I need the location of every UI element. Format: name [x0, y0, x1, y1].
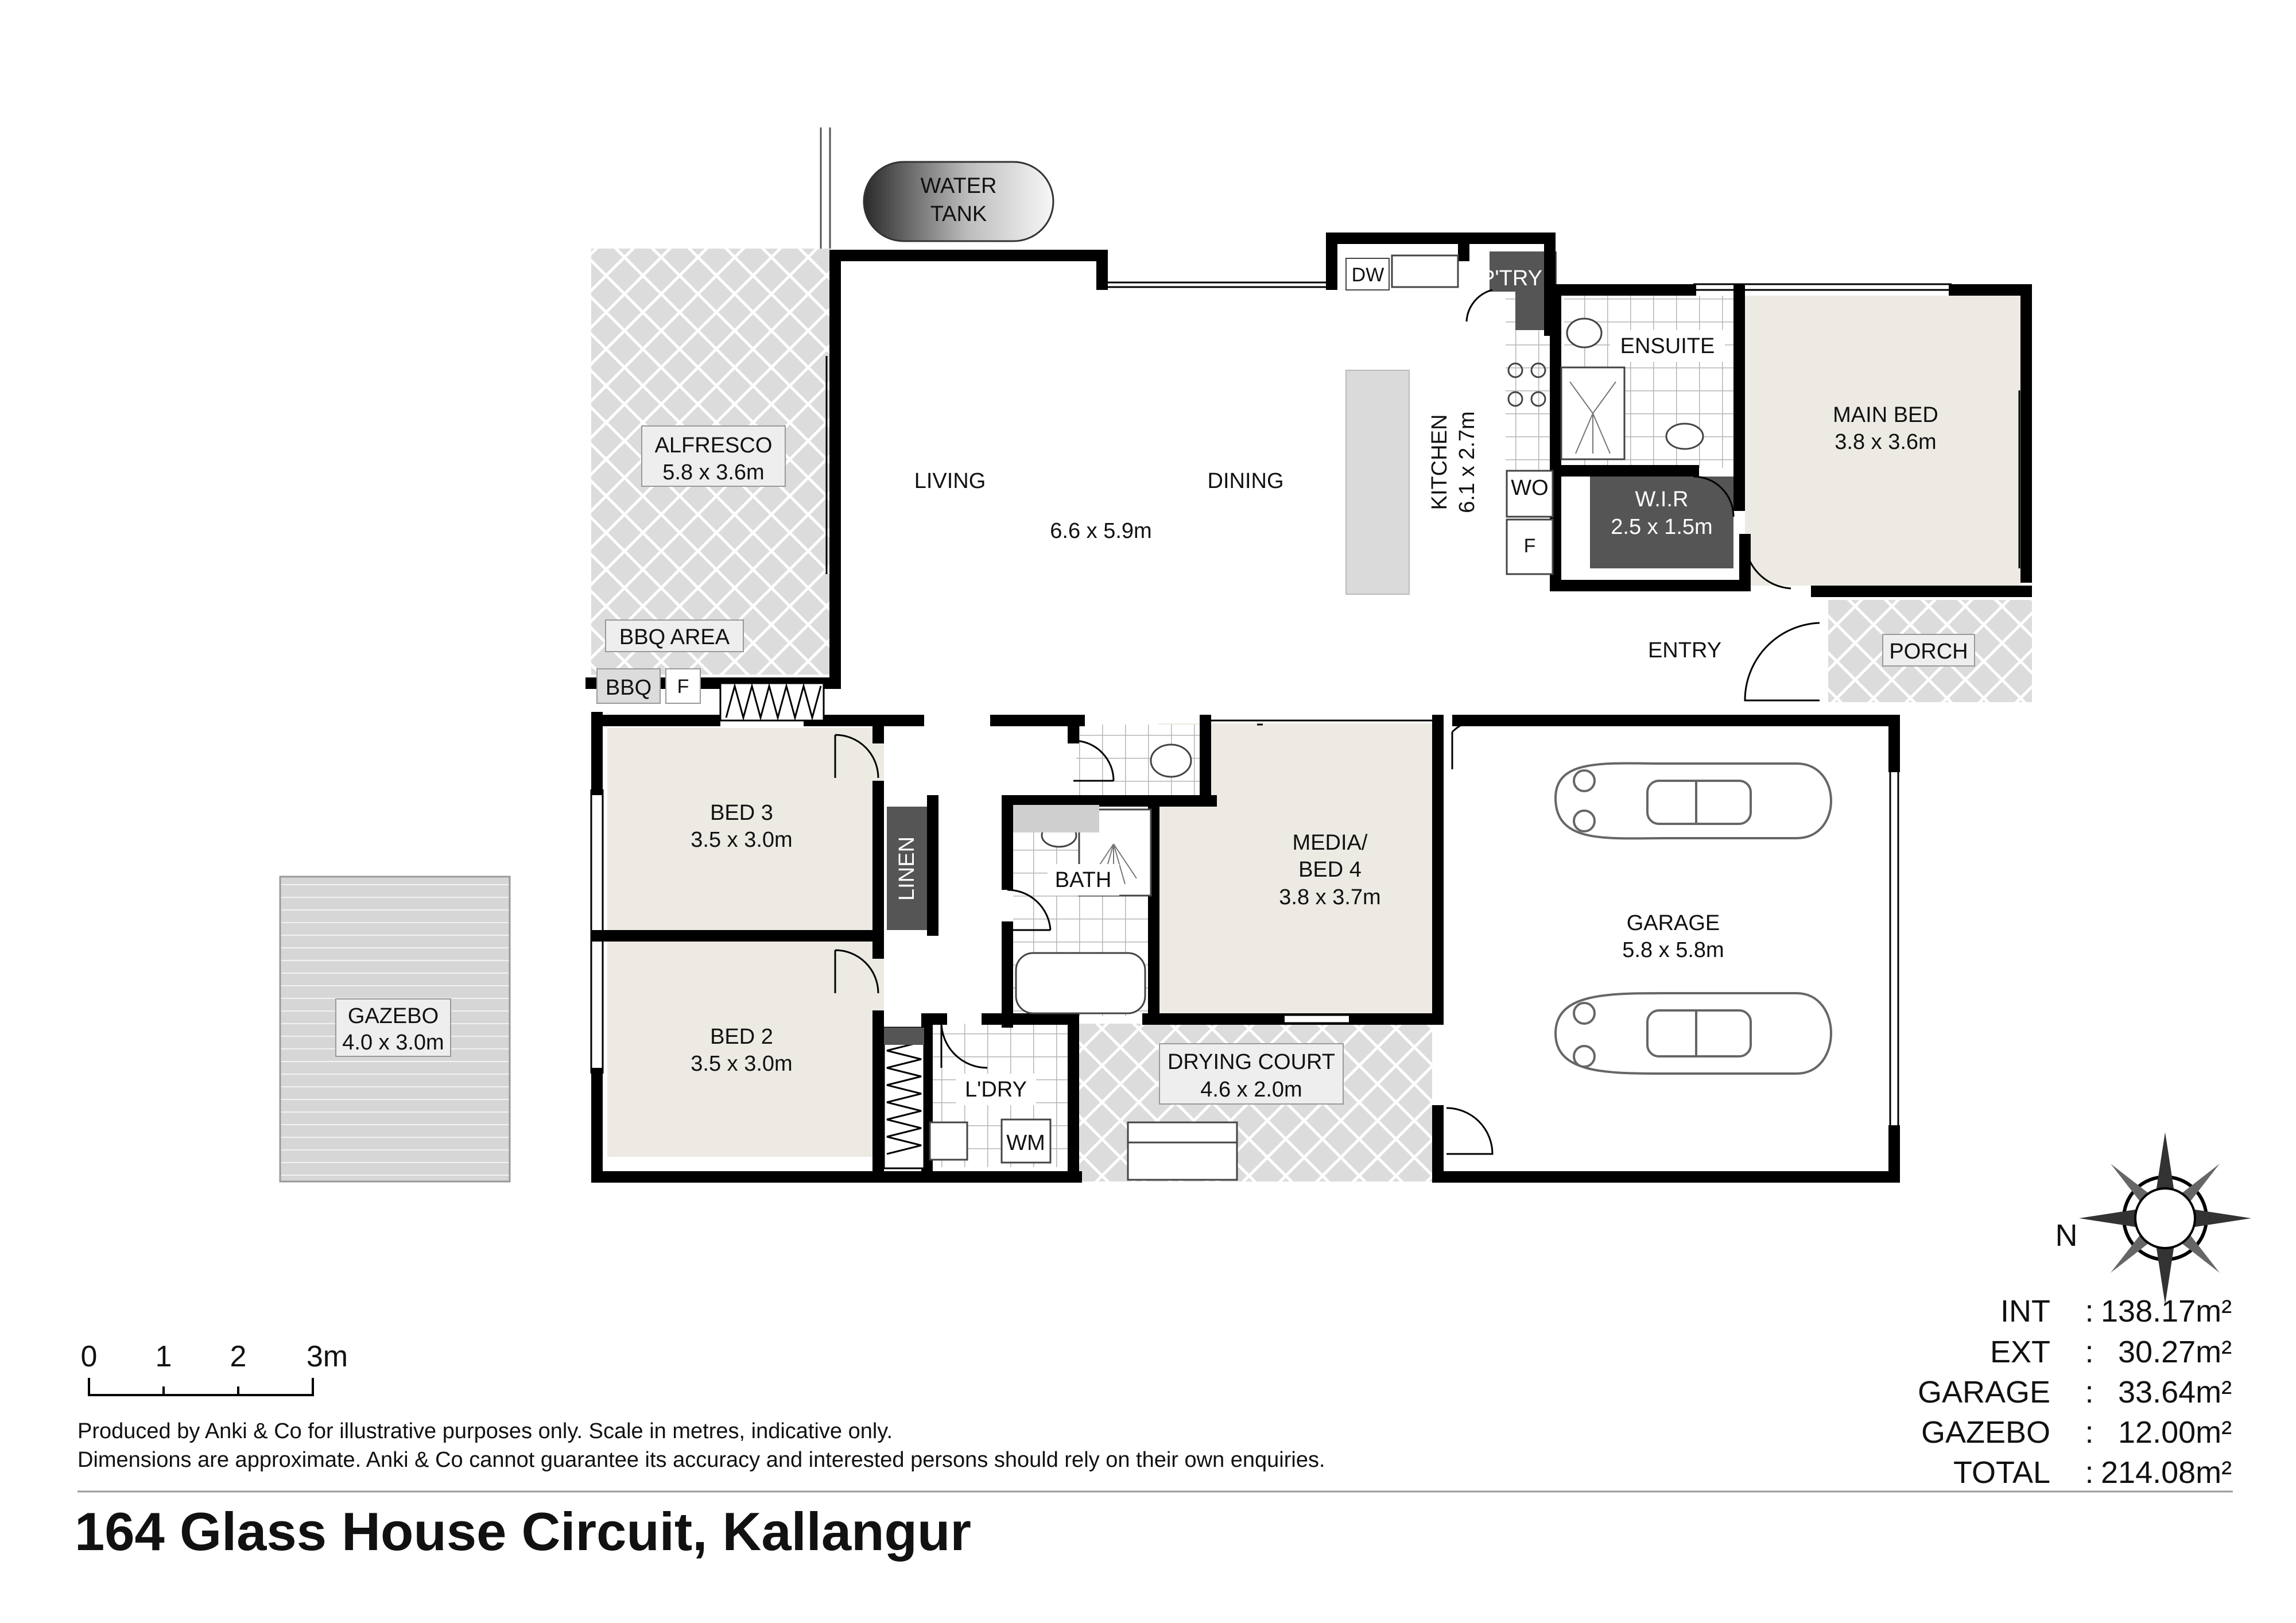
wir-room [1590, 477, 1733, 568]
gazebo-deck [279, 876, 511, 1183]
main-bed-floor [1745, 296, 2020, 586]
sink [1391, 254, 1459, 288]
scale-tick-0: 0 [81, 1340, 98, 1373]
main-bed-dims: 3.8 x 3.6m [1835, 430, 1936, 454]
area-key-garage: GARAGE [1918, 1375, 2050, 1409]
living-label: LIVING [914, 469, 986, 493]
area-sep-ext: : [2085, 1335, 2093, 1369]
ensuite-toilet [1566, 317, 1603, 348]
drying-court-label: DRYING COURT [1168, 1050, 1335, 1074]
area-val-garage: 33.64m² [2118, 1375, 2232, 1409]
linen-cupboard [887, 807, 927, 930]
area-key-int: INT [2000, 1294, 2050, 1328]
linen-label: LINEN [895, 836, 919, 901]
area-sep-int: : [2085, 1294, 2093, 1328]
media-floor-ext [1210, 725, 1227, 727]
kitchen-dims: 6.1 x 2.7m [1455, 411, 1479, 513]
wir-dims: 2.5 x 1.5m [1611, 515, 1712, 539]
windows [590, 281, 2025, 1131]
area-table: INT : 138.17m² EXT : 30.27m² GARAGE : 33… [1918, 1294, 2232, 1490]
media-label-1: MEDIA/ [1293, 831, 1368, 855]
media-label-2: BED 4 [1298, 858, 1362, 882]
area-val-gazebo: 12.00m² [2118, 1415, 2232, 1450]
disclaimer-line-2: Dimensions are approximate. Anki & Co ca… [77, 1448, 1325, 1472]
pantry-room [1490, 251, 1557, 330]
bed2-label: BED 2 [710, 1025, 773, 1049]
ensuite-label: ENSUITE [1620, 334, 1715, 358]
bbq-label: BBQ [606, 676, 651, 700]
water-tank-label-1: WATER [921, 174, 997, 198]
bed3-dims: 3.5 x 3.0m [691, 828, 792, 852]
entry-label: ENTRY [1648, 638, 1721, 663]
bed3-floor [607, 728, 884, 930]
area-key-ext: EXT [1990, 1335, 2050, 1369]
car-bottom [1554, 992, 1832, 1075]
kitchen-island [1345, 370, 1410, 595]
walls [585, 233, 2032, 1183]
compass-north-label: N [2055, 1218, 2078, 1253]
ensuite-shower-rose [1569, 381, 1616, 454]
bbq-fridge-label: F [677, 676, 689, 698]
area-sep-garage: : [2085, 1375, 2093, 1409]
dw-label: DW [1352, 264, 1384, 286]
property-title: 164 Glass House Circuit, Kallangur [75, 1501, 971, 1562]
gazebo-dims: 4.0 x 3.0m [342, 1031, 444, 1055]
area-key-gazebo: GAZEBO [1921, 1415, 2050, 1450]
bed3-label: BED 3 [710, 801, 773, 825]
bath-vanity [1013, 805, 1099, 832]
alfresco-label: ALFRESCO [655, 433, 773, 458]
water-tank [863, 161, 1054, 242]
wm-label: WM [1006, 1131, 1045, 1155]
ensuite-basin [1665, 423, 1704, 450]
scale-tick-2: 2 [230, 1340, 247, 1373]
main-bed-label: MAIN BED [1833, 403, 1938, 427]
scale-tick-3: 3m [307, 1340, 348, 1373]
area-key-total: TOTAL [1953, 1455, 2050, 1490]
dw-unit [1345, 258, 1390, 290]
wc-toilet [1150, 743, 1192, 778]
car-top [1554, 762, 1832, 840]
wo-label: WO [1511, 476, 1548, 500]
garage-dims: 5.8 x 5.8m [1622, 938, 1724, 962]
garage-label: GARAGE [1627, 911, 1720, 935]
area-sep-gazebo: : [2085, 1415, 2093, 1450]
drying-court-dims: 4.6 x 2.0m [1200, 1078, 1302, 1102]
cooktop [1507, 362, 1546, 407]
media-dims: 3.8 x 3.7m [1279, 885, 1380, 909]
bath-label: BATH [1055, 868, 1112, 892]
fence [820, 127, 831, 249]
robe-bed2 [883, 1027, 925, 1169]
fridge-unit [1506, 518, 1554, 575]
disclaimer-line-1: Produced by Anki & Co for illustrative p… [77, 1419, 893, 1443]
door-swings [834, 289, 1820, 1155]
laundry-label: L'DRY [965, 1078, 1027, 1102]
dining-label: DINING [1208, 469, 1284, 493]
water-tank-label-2: TANK [930, 202, 987, 226]
pantry-label: P'TRY [1480, 266, 1542, 290]
wir-label: W.I.R [1635, 487, 1689, 512]
wo-unit [1506, 470, 1554, 518]
bed2-floor [607, 942, 884, 1157]
area-val-int: 138.17m² [2101, 1294, 2232, 1328]
steps [1127, 1121, 1238, 1181]
alfresco-dims: 5.8 x 3.6m [662, 460, 764, 485]
living-dims: 6.6 x 5.9m [1050, 519, 1151, 543]
bathtub [1015, 952, 1146, 1014]
scale-bar: 0 1 2 3m [81, 1340, 348, 1396]
area-sep-total: : [2085, 1455, 2093, 1490]
wm-unit [1000, 1118, 1052, 1164]
area-val-ext: 30.27m² [2118, 1335, 2232, 1369]
kitchen-label: KITCHEN [1428, 415, 1452, 510]
fridge-label: F [1524, 535, 1536, 557]
area-val-total: 214.08m² [2101, 1455, 2232, 1490]
porch-label: PORCH [1889, 640, 1968, 664]
laundry-tub [929, 1121, 968, 1161]
bed2-dims: 3.5 x 3.0m [691, 1052, 792, 1076]
robe-bed3 [719, 682, 825, 722]
scale-tick-1: 1 [156, 1340, 172, 1373]
bbq-area-label: BBQ AREA [619, 625, 730, 649]
gazebo-label: GAZEBO [348, 1004, 439, 1028]
compass-rose [2079, 1132, 2251, 1304]
